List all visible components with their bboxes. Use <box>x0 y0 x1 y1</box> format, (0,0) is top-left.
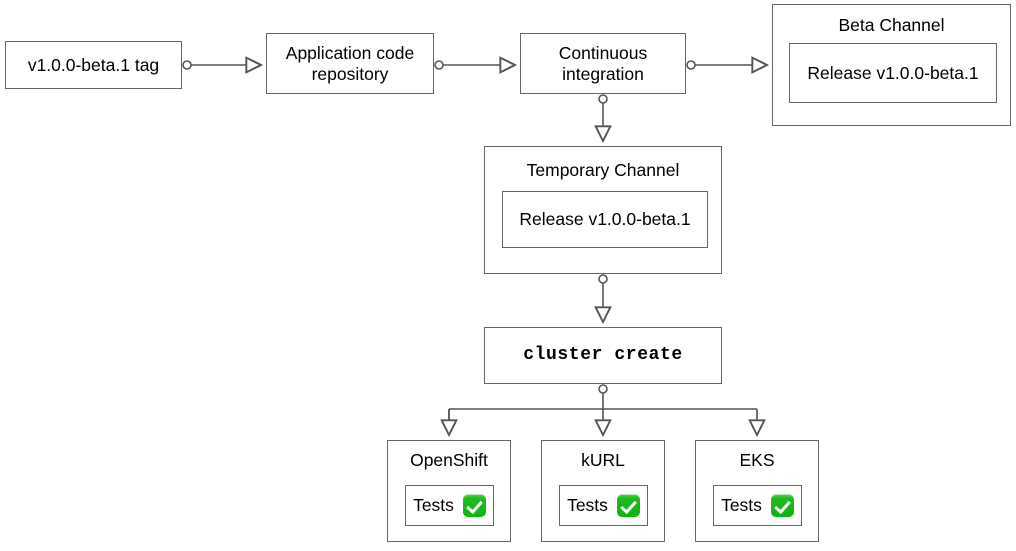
group-kurl[interactable]: kURL Tests <box>541 440 665 542</box>
node-temporary-release-label: Release v1.0.0-beta.1 <box>519 209 691 229</box>
node-cluster-create-label: cluster create <box>523 344 683 365</box>
group-temporary-channel[interactable]: Temporary Channel Release v1.0.0-beta.1 <box>484 146 722 274</box>
node-beta-release[interactable]: Release v1.0.0-beta.1 <box>789 43 997 103</box>
node-openshift-tests-label: Tests <box>413 495 454 515</box>
group-beta-channel[interactable]: Beta Channel Release v1.0.0-beta.1 <box>772 4 1011 126</box>
node-tag-label: v1.0.0-beta.1 tag <box>27 54 160 75</box>
white-heavy-check-mark-icon <box>616 494 640 517</box>
edge-cluster-create-branch <box>449 384 757 435</box>
edge-temp-channel-to-cluster-create <box>599 274 607 322</box>
group-kurl-title: kURL <box>581 450 625 470</box>
group-eks[interactable]: EKS Tests <box>695 440 819 542</box>
node-continuous-integration-label: Continuous integration <box>558 42 648 84</box>
group-openshift-title: OpenShift <box>410 450 488 470</box>
white-heavy-check-mark-icon <box>770 494 794 517</box>
node-eks-tests-label: Tests <box>721 495 762 515</box>
node-application-code-repository-label: Application code repository <box>285 42 415 84</box>
node-kurl-tests[interactable]: Tests <box>559 485 648 526</box>
node-cluster-create[interactable]: cluster create <box>484 327 722 384</box>
node-tag[interactable]: v1.0.0-beta.1 tag <box>5 41 182 89</box>
group-temporary-channel-title: Temporary Channel <box>526 160 680 180</box>
group-openshift[interactable]: OpenShift Tests <box>387 440 511 542</box>
group-eks-title: EKS <box>739 450 775 470</box>
edge-ci-to-temp-channel <box>599 94 607 141</box>
node-eks-tests[interactable]: Tests <box>713 485 802 526</box>
node-kurl-tests-label: Tests <box>567 495 608 515</box>
node-beta-release-label: Release v1.0.0-beta.1 <box>807 62 979 83</box>
node-continuous-integration[interactable]: Continuous integration <box>520 33 686 94</box>
edge-repo-to-ci <box>434 61 515 69</box>
group-beta-channel-title: Beta Channel <box>838 15 945 35</box>
white-heavy-check-mark-icon <box>462 494 486 517</box>
node-temporary-release[interactable]: Release v1.0.0-beta.1 <box>502 191 708 248</box>
edge-ci-to-beta-channel <box>686 61 767 69</box>
node-openshift-tests[interactable]: Tests <box>405 485 494 526</box>
node-application-code-repository[interactable]: Application code repository <box>266 33 434 94</box>
edge-tag-to-repo <box>182 61 261 69</box>
